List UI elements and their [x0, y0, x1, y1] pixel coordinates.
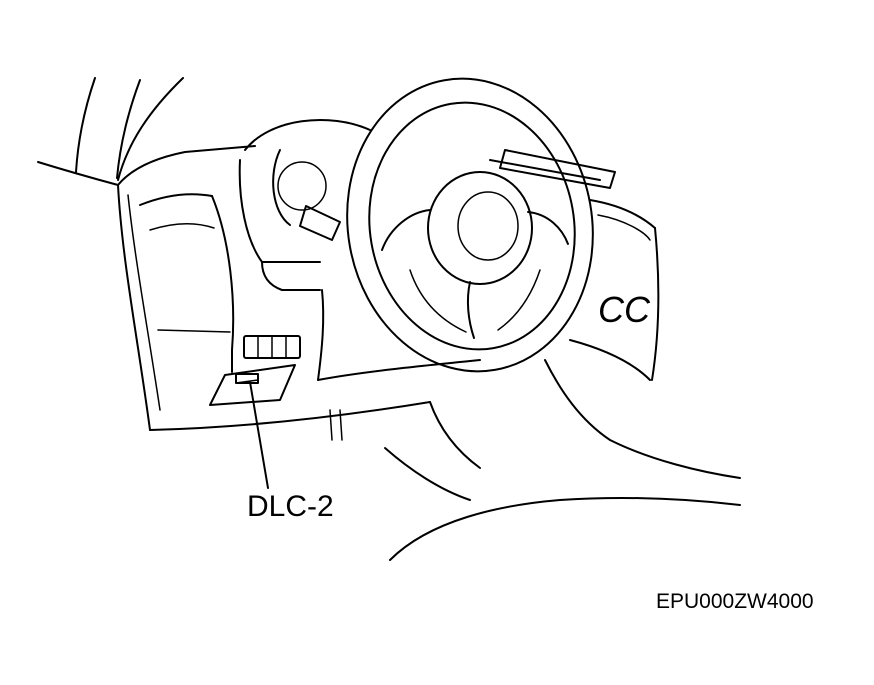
a-pillar	[37, 77, 184, 186]
dlc-2-connector	[209, 364, 296, 406]
dash-cowl	[117, 145, 431, 431]
cc-vent-marking: CC	[598, 289, 651, 330]
steering-wheel	[346, 77, 594, 373]
lower-dash	[317, 289, 741, 561]
instrument-cluster	[238, 118, 371, 291]
right-dash: CC	[489, 149, 660, 381]
switch-panel	[231, 335, 301, 373]
dlc-2-leader-line	[249, 381, 269, 489]
figure-code: EPU000ZW4000	[656, 590, 814, 613]
dlc-2-callout-label: DLC-2	[247, 490, 334, 523]
side-vent	[139, 193, 235, 351]
